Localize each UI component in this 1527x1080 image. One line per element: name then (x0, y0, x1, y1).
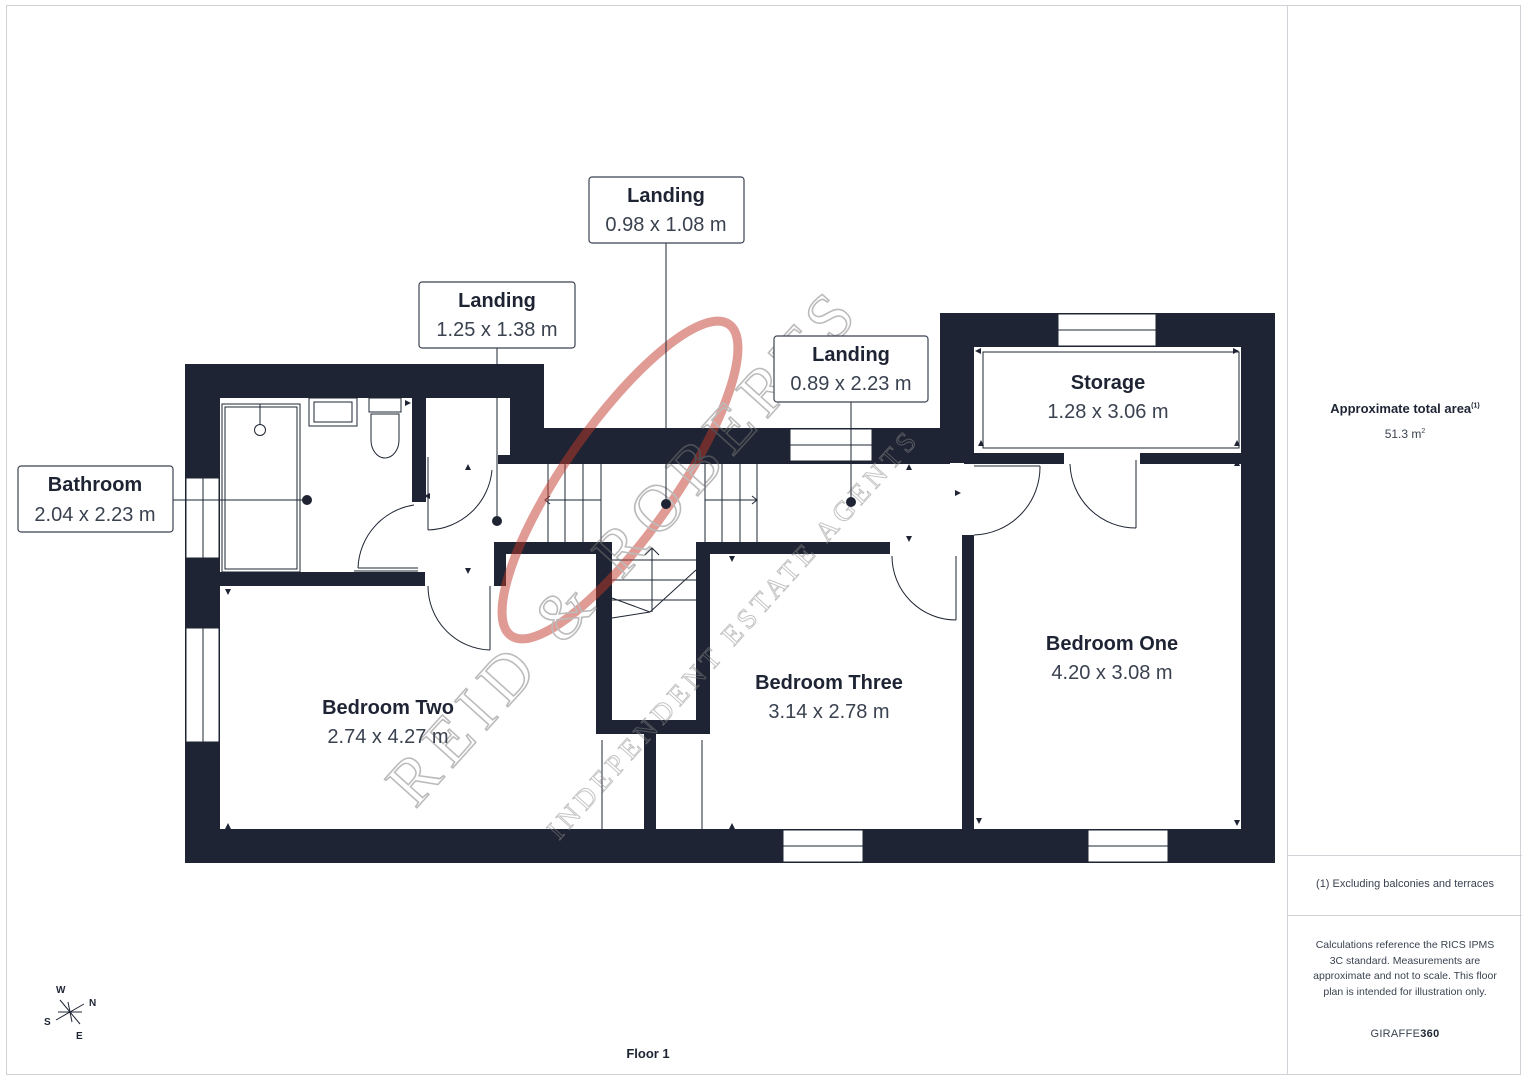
room-name-bedroom-one: Bedroom One (1046, 633, 1178, 655)
room-size-bathroom: 2.04 x 2.23 m (34, 504, 155, 526)
room-name-landing-b: Landing (627, 185, 705, 207)
wall-stair-right (696, 542, 710, 734)
sink (308, 397, 358, 427)
sink-basin (313, 401, 353, 423)
room-name-bathroom: Bathroom (48, 474, 142, 496)
door-bedroom-three (891, 555, 957, 621)
room-name-bedroom-two: Bedroom Two (322, 697, 454, 719)
wall-left (185, 364, 220, 863)
disclaimer: Calculations reference the RICS IPMS 3C … (1313, 939, 1497, 998)
dimension-ticks (225, 348, 1240, 829)
area-title: Approximate total area(1) (1288, 401, 1522, 416)
room-size-bedroom-three: 3.14 x 2.78 m (768, 701, 889, 723)
compass-s: S (44, 1017, 51, 1028)
room-labels: Bathroom 2.04 x 2.23 m Landing 1.25 x 1.… (34, 185, 1178, 748)
info-sidebar: Approximate total area(1) 51.3 m2 (1) Ex… (1287, 5, 1522, 1075)
area-value: 51.3 m2 (1288, 427, 1522, 441)
divider (1288, 855, 1522, 856)
wall-cupboard (644, 734, 656, 829)
compass: W N S E (44, 985, 96, 1042)
shower (221, 403, 301, 573)
wall-bath-bottom (220, 572, 425, 586)
room-name-bedroom-three: Bedroom Three (755, 672, 903, 694)
room-name-landing-c: Landing (812, 344, 890, 366)
compass-n: N (89, 998, 96, 1009)
watermark-swash (497, 316, 743, 644)
doors (354, 457, 1137, 829)
wall-stair-stub (494, 542, 506, 586)
wall-top-left (185, 364, 544, 398)
room-size-landing-b: 0.98 x 1.08 m (605, 214, 726, 236)
area-title-text: Approximate total area (1330, 401, 1472, 416)
door-bedroom-one (973, 465, 1041, 536)
room-size-landing-a: 1.25 x 1.38 m (436, 319, 557, 341)
page-frame (6, 5, 1521, 1075)
room-size-storage: 1.28 x 3.06 m (1047, 401, 1168, 423)
room-size-bedroom-one: 4.20 x 3.08 m (1051, 662, 1172, 684)
area-title-footnote-ref: (1) (1471, 402, 1480, 410)
brand-light: GIRAFFE (1370, 1028, 1421, 1040)
leaders (173, 242, 856, 526)
door-bedroom-two (427, 585, 491, 651)
floor-label: Floor 1 (626, 1046, 670, 1061)
fixtures (221, 351, 1240, 573)
divider (1288, 915, 1522, 916)
compass-w: W (56, 985, 66, 996)
brand-logo: GIRAFFE360 (1288, 1028, 1522, 1040)
wall-corridor (498, 455, 950, 464)
shower-drain (254, 424, 266, 436)
wall-bed-three-top (696, 542, 890, 554)
brand-bold: 360 (1420, 1028, 1440, 1040)
wall-storage-left (940, 313, 974, 463)
label-boxes (17, 176, 929, 533)
room-name-storage: Storage (1071, 372, 1145, 394)
room-size-bedroom-two: 2.74 x 4.27 m (327, 726, 448, 748)
toilet-cistern (368, 397, 402, 413)
wall-right (1241, 313, 1275, 863)
room-name-landing-a: Landing (458, 290, 536, 312)
wall-bath-landing (412, 398, 426, 502)
door-storage (1069, 463, 1137, 529)
compass-e: E (76, 1031, 83, 1042)
shower-tray (224, 406, 298, 570)
footnote: (1) Excluding balconies and terraces (1316, 878, 1494, 890)
room-size-landing-c: 0.89 x 2.23 m (790, 373, 911, 395)
compass-rose-icon (55, 999, 85, 1025)
wall-storage-bottom-a (964, 453, 1064, 464)
window-mullions (202, 329, 1168, 847)
wall-stair-bottom (596, 720, 710, 734)
toilet-bowl (370, 413, 400, 459)
area-value-text: 51.3 m (1384, 427, 1422, 441)
wall-bed-one-left (962, 535, 974, 829)
area-value-unit-exponent: 2 (1421, 428, 1426, 435)
wall-storage-bottom-b (1140, 453, 1241, 464)
wall-landing-top (510, 364, 544, 464)
door-bathroom (357, 504, 415, 569)
